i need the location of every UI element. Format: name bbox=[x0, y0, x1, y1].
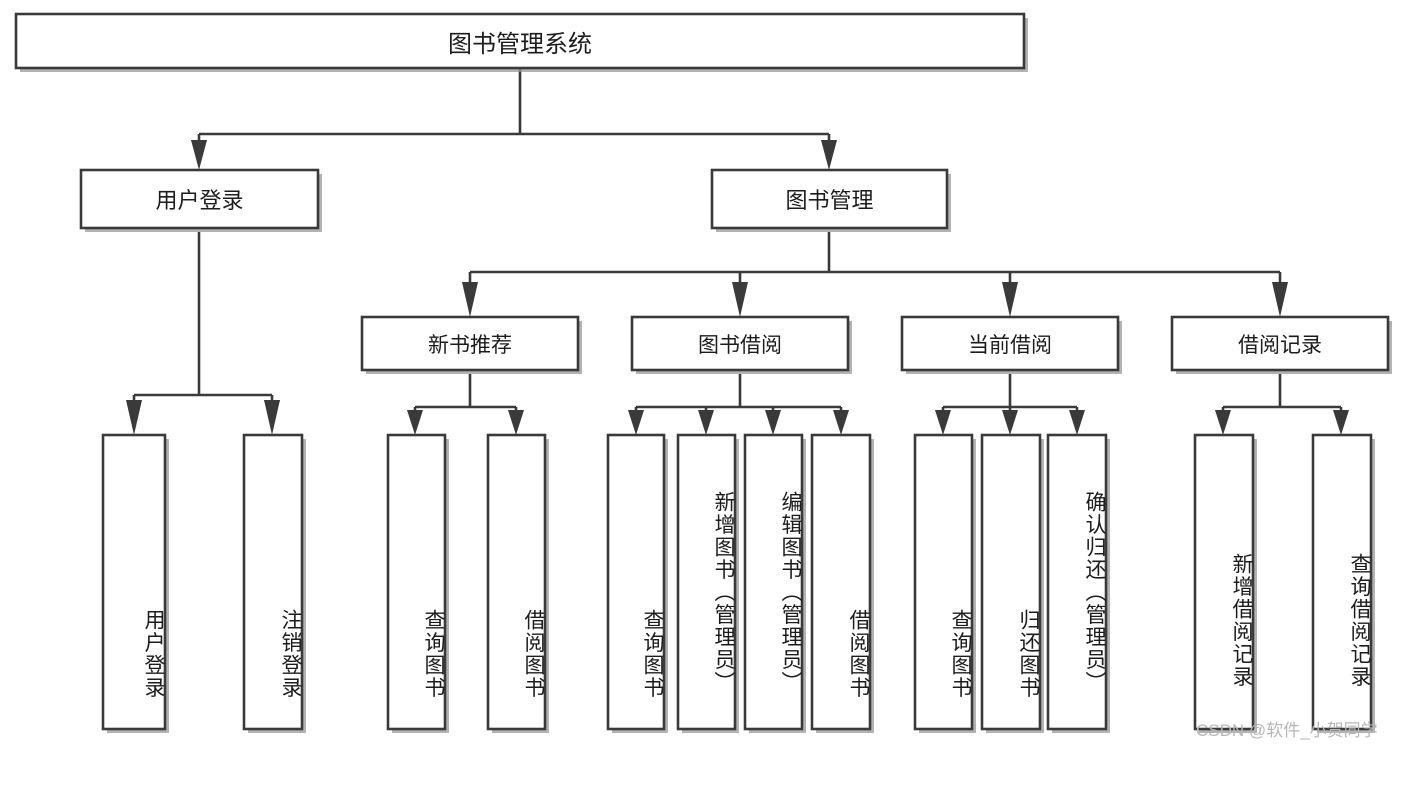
node-leaf-borrow-book-2[interactable] bbox=[810, 433, 874, 733]
node-leaf-query-book-2[interactable] bbox=[606, 433, 668, 733]
node-leaf-query-record-rect[interactable] bbox=[1311, 433, 1373, 731]
node-leaf-logout[interactable] bbox=[242, 433, 306, 733]
diagram-svg bbox=[14, 12, 1392, 733]
arrow-to-book-borrow bbox=[732, 282, 748, 317]
arrow-to-leaf-add-record bbox=[1215, 410, 1231, 435]
node-leaf-query-book-3-rect[interactable] bbox=[913, 433, 974, 731]
node-leaf-borrow-book-1-rect[interactable] bbox=[486, 433, 547, 731]
connector-group-borrow-record bbox=[1215, 374, 1349, 435]
node-leaf-add-record[interactable] bbox=[1193, 433, 1257, 733]
node-leaf-borrow-book-1[interactable] bbox=[486, 433, 549, 733]
connector-group-new-book-rec bbox=[407, 374, 524, 435]
node-leaf-confirm-return[interactable] bbox=[1046, 433, 1110, 733]
connector-group-book-manage bbox=[462, 232, 1288, 317]
node-book-borrow-rect[interactable] bbox=[630, 315, 850, 372]
node-new-book-rec-rect[interactable] bbox=[360, 315, 580, 372]
node-leaf-return-book-rect[interactable] bbox=[980, 433, 1042, 731]
node-leaf-add-book[interactable] bbox=[676, 433, 739, 733]
diagram-canvas: 图书管理系统 用户登录 图书管理 新书推荐 图书借阅 当前借阅 借阅记录 用户登… bbox=[14, 12, 1392, 740]
connector-group-current-borrow bbox=[935, 374, 1085, 435]
connector-group-root bbox=[191, 68, 837, 170]
arrow-to-leaf-borrow-book-1 bbox=[508, 410, 524, 435]
node-book-manage[interactable] bbox=[710, 168, 951, 232]
arrow-to-book-manage bbox=[821, 140, 837, 170]
node-leaf-query-book-3[interactable] bbox=[913, 433, 976, 733]
node-leaf-user-login[interactable] bbox=[101, 433, 169, 733]
node-leaf-edit-book-rect[interactable] bbox=[743, 433, 804, 731]
arrow-to-borrow-record bbox=[1272, 282, 1288, 317]
node-leaf-confirm-return-rect[interactable] bbox=[1046, 433, 1108, 731]
arrow-to-user-login bbox=[191, 140, 207, 170]
node-borrow-record[interactable] bbox=[1170, 315, 1392, 374]
arrow-to-leaf-confirm-return bbox=[1069, 410, 1085, 435]
connector-group-user-login bbox=[126, 232, 280, 435]
node-leaf-query-book-2-rect[interactable] bbox=[606, 433, 666, 731]
arrow-to-leaf-query-record bbox=[1333, 410, 1349, 435]
arrow-to-leaf-edit-book bbox=[765, 410, 781, 435]
node-leaf-edit-book[interactable] bbox=[743, 433, 806, 733]
node-leaf-query-book-1[interactable] bbox=[386, 433, 449, 733]
node-leaf-user-login-rect[interactable] bbox=[101, 433, 167, 731]
node-user-login-rect[interactable] bbox=[79, 168, 320, 230]
arrow-to-current-borrow bbox=[1002, 282, 1018, 317]
node-current-borrow-rect[interactable] bbox=[900, 315, 1120, 372]
arrow-to-leaf-user-login bbox=[126, 400, 142, 435]
arrow-to-leaf-query-book-1 bbox=[407, 410, 423, 435]
node-book-borrow[interactable] bbox=[630, 315, 852, 374]
arrow-to-leaf-query-book-3 bbox=[935, 410, 951, 435]
node-new-book-rec[interactable] bbox=[360, 315, 582, 374]
arrow-to-leaf-return-book bbox=[1002, 410, 1018, 435]
node-book-manage-rect[interactable] bbox=[710, 168, 949, 230]
node-leaf-add-record-rect[interactable] bbox=[1193, 433, 1255, 731]
node-current-borrow[interactable] bbox=[900, 315, 1122, 374]
node-root[interactable] bbox=[14, 12, 1028, 72]
connector-group-book-borrow bbox=[628, 374, 849, 435]
node-leaf-borrow-book-2-rect[interactable] bbox=[810, 433, 872, 731]
node-leaf-add-book-rect[interactable] bbox=[676, 433, 737, 731]
node-user-login[interactable] bbox=[79, 168, 322, 232]
arrow-to-leaf-borrow-book-2 bbox=[833, 410, 849, 435]
node-root-rect[interactable] bbox=[14, 12, 1026, 70]
node-leaf-logout-rect[interactable] bbox=[242, 433, 304, 731]
arrow-to-new-book-rec bbox=[462, 282, 478, 317]
node-leaf-query-book-1-rect[interactable] bbox=[386, 433, 447, 731]
node-leaf-return-book[interactable] bbox=[980, 433, 1044, 733]
node-borrow-record-rect[interactable] bbox=[1170, 315, 1390, 372]
node-leaf-query-record[interactable] bbox=[1311, 433, 1375, 733]
arrow-to-leaf-add-book bbox=[698, 410, 714, 435]
arrow-to-leaf-query-book-2 bbox=[628, 410, 644, 435]
arrow-to-leaf-logout bbox=[264, 400, 280, 435]
